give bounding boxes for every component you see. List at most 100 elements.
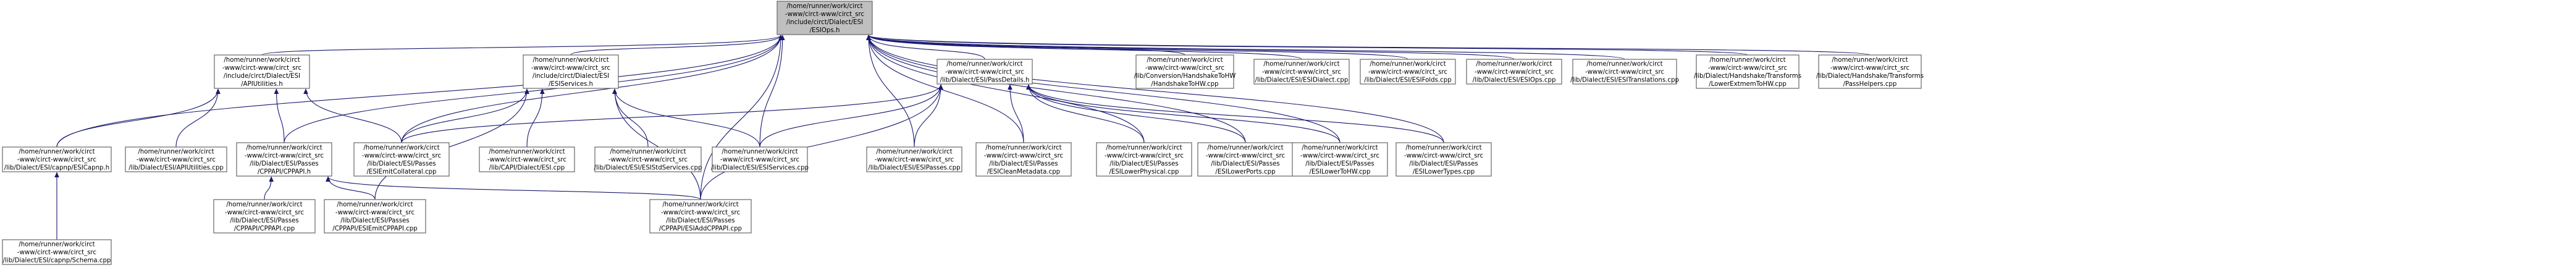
node-label-line: -www/circt-www/circt_src — [245, 153, 324, 159]
include-edge — [869, 35, 1341, 143]
include-edge — [869, 35, 1625, 60]
node-label-line: -www/circt-www/circt_src — [720, 157, 799, 164]
node-label-line: /lib/Dialect/ESI/ESIFolds.cpp — [1364, 77, 1451, 84]
node-label-line: /home/runner/work/circt — [19, 242, 95, 248]
node-box — [1096, 142, 1192, 177]
include-edge — [869, 35, 1515, 60]
node-box — [353, 142, 450, 177]
graph-node-esilowerports-cpp[interactable]: /home/runner/work/circt-www/circt-www/ci… — [1197, 142, 1294, 177]
include-edge — [284, 35, 781, 143]
include-edge — [869, 35, 1246, 143]
node-label-line: -www/circt-www/circt_src — [1145, 65, 1224, 72]
graph-node-esiemitcppapi-cpp[interactable]: /home/runner/work/circt-www/circt-www/ci… — [324, 199, 426, 234]
node-label-line: -www/circt-www/circt_src — [984, 153, 1063, 159]
node-layer: /home/runner/work/circt-www/circt-www/ci… — [2, 1, 1924, 265]
graph-node-esidialect-cpp[interactable]: /home/runner/work/circt-www/circt-www/ci… — [1253, 59, 1350, 85]
graph-node-esilowertohw-cpp[interactable]: /home/runner/work/circt-www/circt-www/ci… — [1292, 142, 1388, 177]
include-edge — [264, 177, 271, 200]
graph-node-esiops-cpp[interactable]: /home/runner/work/circt-www/circt-www/ci… — [1466, 59, 1562, 85]
node-label-line: /home/runner/work/circt — [876, 149, 952, 156]
graph-node-esipasses-cpp[interactable]: /home/runner/work/circt-www/circt-www/ci… — [866, 146, 962, 172]
node-label-line: -www/circt-www/circt_src — [875, 157, 954, 164]
node-label-line: /lib/Dialect/ESI/APIUtilities.cpp — [128, 165, 224, 172]
node-label-line: /home/runner/work/circt — [946, 61, 1022, 68]
graph-node-passhelpers-cpp[interactable]: /home/runner/work/circt-www/circt-www/ci… — [1816, 54, 1924, 89]
graph-node-esicleanmetadata-cpp[interactable]: /home/runner/work/circt-www/circt-www/ci… — [975, 142, 1072, 177]
graph-node-esiapiutilities-cpp[interactable]: /home/runner/work/circt-www/circt-www/ci… — [125, 146, 227, 172]
node-label-line: /lib/Dialect/ESI/Passes — [1211, 161, 1280, 167]
node-label-line: -www/circt-www/circt_src — [17, 157, 96, 164]
node-box — [523, 54, 619, 89]
node-box — [937, 59, 1033, 85]
node-label-line: /lib/CAPI/Dialect/ESI.cpp — [489, 165, 565, 172]
graph-node-cppapi-cpp[interactable]: /home/runner/work/circt-www/circt-www/ci… — [213, 199, 316, 234]
node-label-line: /PassHelpers.cpp — [1843, 81, 1897, 88]
graph-node-esiops-h[interactable]: /home/runner/work/circt-www/circt-www/ci… — [777, 1, 873, 35]
node-label-line: /home/runner/work/circt — [1586, 61, 1662, 68]
include-edge — [56, 89, 218, 148]
include-edge — [175, 89, 218, 148]
include-edge — [700, 85, 941, 200]
node-box — [1360, 59, 1456, 85]
node-label-line: -www/circt-www/circt_src — [785, 11, 864, 18]
node-label-line: /home/runner/work/circt — [224, 57, 300, 64]
node-label-line: /home/runner/work/circt — [1147, 57, 1223, 64]
node-label-line: /home/runner/work/circt — [610, 149, 686, 156]
node-label-line: /lib/Dialect/Handshake/Transforms — [1694, 73, 1801, 80]
node-label-line: /home/runner/work/circt — [1106, 145, 1182, 151]
graph-node-apiutilities-h[interactable]: /home/runner/work/circt-www/circt-www/ci… — [214, 54, 310, 89]
node-label-line: /ESILowerToHW.cpp — [1310, 169, 1371, 175]
include-edge — [401, 35, 781, 143]
node-label-line: /home/runner/work/circt — [662, 201, 738, 208]
graph-node-schema-cpp[interactable]: /home/runner/work/circt-www/circt-www/ci… — [2, 239, 112, 265]
node-label-line: /lib/Dialect/ESI/capnp/Schema.cpp — [3, 258, 111, 264]
include-edge — [401, 85, 941, 143]
node-label-line: -www/circt-www/circt_src — [1830, 65, 1909, 72]
node-label-line: /home/runner/work/circt — [1370, 61, 1446, 68]
include-edge — [1029, 85, 1341, 143]
graph-node-handshaketohw-cpp[interactable]: /home/runner/work/circt-www/circt-www/ci… — [1134, 54, 1236, 89]
node-label-line: -www/circt-www/circt_src — [1368, 69, 1447, 76]
graph-node-esipassdetails-h[interactable]: /home/runner/work/circt-www/circt-www/ci… — [937, 59, 1033, 85]
node-label-line: /home/runner/work/circt — [1476, 61, 1552, 68]
node-box — [125, 146, 227, 172]
node-label-line: /ESIServices.h — [549, 81, 593, 88]
graph-node-esilowerphysical-cpp[interactable]: /home/runner/work/circt -www/circt-www/ci… — [1096, 142, 1192, 177]
graph-node-cppapi-h[interactable]: /home/runner/work/circt-www/circt-www/ci… — [236, 142, 332, 177]
node-box — [1197, 142, 1294, 177]
include-edge — [1029, 85, 1246, 143]
node-label-line: -www/circt-www/circt_src — [487, 157, 566, 164]
graph-node-esilowertypes-cpp[interactable]: /home/runner/work/circt-www/circt-www/ci… — [1395, 142, 1492, 177]
node-box — [2, 239, 112, 265]
node-box — [479, 146, 575, 172]
graph-node-esitranslations-cpp[interactable]: /home/runner/work/circt-www/circt-www/ci… — [1570, 59, 1679, 85]
node-label-line: /CPPAPI/ESIEmitCPPAPI.cpp — [332, 226, 417, 232]
node-label-line: /lib/Dialect/ESI/Passes — [1109, 161, 1179, 167]
node-label-line: /lib/Dialect/ESI/Passes — [1305, 161, 1374, 167]
node-label-line: /lib/Dialect/ESI/Passes — [367, 161, 436, 167]
node-label-line: /lib/Dialect/ESI/capnp/ESICapnp.h — [4, 165, 109, 172]
node-label-line: /lib/Dialect/ESI/ESIPasses.cpp — [868, 165, 960, 172]
graph-node-esistdservices-cpp[interactable]: /home/runner/work/circt-www/circt-www/ci… — [594, 146, 702, 172]
graph-node-esifolds-cpp[interactable]: /home/runner/work/circt-www/circt-www/ci… — [1360, 59, 1456, 85]
node-label-line: -www/circt-www/circt_src — [1475, 69, 1554, 76]
node-box — [777, 1, 873, 35]
node-label-line: -www/circt-www/circt_src — [1300, 153, 1379, 159]
graph-node-capi-esi-cpp[interactable]: /home/runner/work/circt-www/circt-www/ci… — [479, 146, 575, 172]
node-label-line: /lib/Dialect/ESI/Passes — [250, 161, 319, 167]
include-edge — [1029, 85, 1145, 143]
graph-node-esiservices-cpp[interactable]: /home/runner/work/circt-www/circt-www/ci… — [711, 146, 809, 172]
graph-node-lowerextmemtohw-cpp[interactable]: /home/runner/work/circt-www/circt-www/ci… — [1694, 54, 1801, 89]
node-label-line: /ESICleanMetadata.cpp — [987, 169, 1060, 175]
graph-node-esicapnp-h[interactable]: /home/runner/work/circt-www/circt-www/ci… — [2, 146, 112, 172]
include-edge — [56, 35, 781, 148]
node-label-line: -www/circt-www/circt_src — [137, 157, 216, 164]
graph-node-esiservices-h[interactable]: /home/runner/work/circt-www/circt-www/ci… — [523, 54, 619, 89]
node-label-line: -www/circt-www/circt_src — [1105, 153, 1184, 159]
include-edge — [759, 35, 783, 148]
graph-node-esiemitcollateral-cpp[interactable]: /home/runner/work/circt-www/circt-www/ci… — [353, 142, 450, 177]
graph-node-esiaddcppapi-cpp[interactable]: /home/runner/work/circt-www/circt-www/ci… — [649, 199, 752, 234]
node-label-line: /ESIOps.h — [810, 27, 840, 34]
node-label-line: /ESILowerPhysical.cpp — [1109, 169, 1179, 175]
node-box — [1135, 54, 1234, 89]
